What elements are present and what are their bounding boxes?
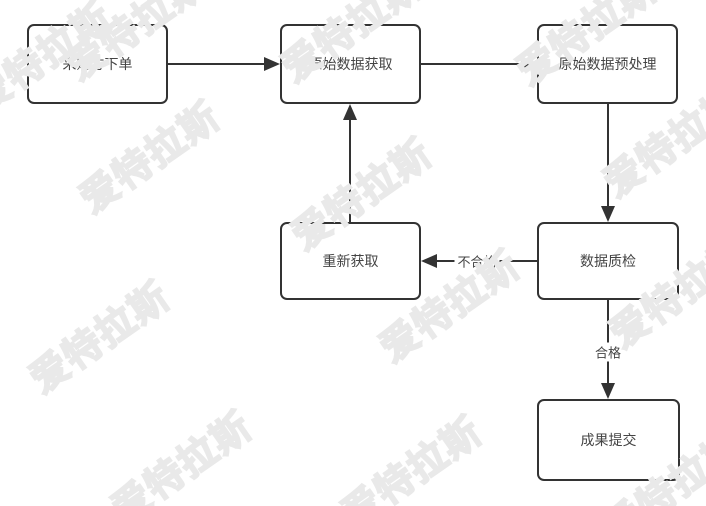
flow-node-raw-data-preprocessing: 原始数据预处理 bbox=[537, 24, 678, 104]
node-label: 成果提交 bbox=[580, 432, 637, 448]
edge-reacquire-to-acquisition bbox=[343, 104, 357, 222]
node-label: 原始数据预处理 bbox=[558, 56, 657, 72]
node-label: 原始数据获取 bbox=[308, 56, 393, 72]
arrowhead-up-icon bbox=[343, 104, 357, 120]
arrowhead-right-icon bbox=[521, 57, 537, 71]
flow-node-data-quality-check: 数据质检 bbox=[537, 222, 679, 300]
edge-order-to-acquisition bbox=[168, 57, 280, 71]
flow-node-raw-data-acquisition: 原始数据获取 bbox=[280, 24, 421, 104]
arrowhead-down-icon bbox=[601, 383, 615, 399]
edge-label-unqualified: 不合格 bbox=[454, 251, 500, 271]
flow-node-reacquire: 重新获取 bbox=[280, 222, 421, 300]
edge-label-qualified: 合格 bbox=[591, 342, 625, 362]
edge-acquisition-to-preprocessing bbox=[421, 57, 537, 71]
flow-node-purchase-order: 采购方下单 bbox=[27, 24, 168, 104]
arrowhead-down-icon bbox=[601, 206, 615, 222]
edge-qualitycheck-to-submission bbox=[601, 300, 615, 399]
node-label: 采购方下单 bbox=[62, 56, 133, 72]
node-label: 重新获取 bbox=[322, 253, 379, 269]
arrowhead-right-icon bbox=[264, 57, 280, 71]
flow-node-result-submission: 成果提交 bbox=[537, 399, 680, 481]
edge-preprocessing-to-qualitycheck bbox=[601, 104, 615, 222]
node-label: 数据质检 bbox=[580, 253, 636, 269]
arrowhead-left-icon bbox=[421, 254, 437, 268]
